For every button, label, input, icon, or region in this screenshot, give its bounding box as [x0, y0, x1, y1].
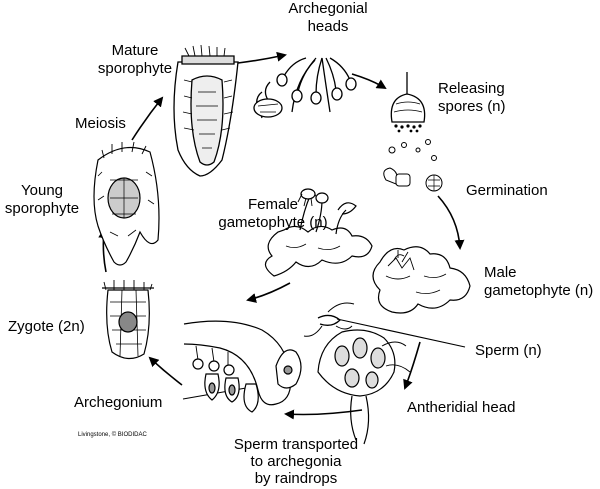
label-releasing-spores-line1: Releasing: [438, 80, 505, 97]
label-young-sporophyte-line2: sporophyte: [4, 200, 80, 217]
zygote-figure: [102, 280, 154, 360]
label-releasing-spores: Releasing spores (n): [438, 80, 506, 116]
label-archegonial-heads-line2: heads: [307, 18, 349, 35]
arrow-to-releasing-spores: [351, 73, 387, 90]
label-male-gametophyte-line2: gametophyte (n): [484, 282, 594, 299]
antheridial-head-figure: [317, 329, 411, 445]
label-sperm: Sperm (n): [475, 342, 542, 359]
label-young-sporophyte-line1: Young: [21, 182, 63, 199]
label-meiosis: Meiosis: [75, 115, 126, 132]
arrow-to-antheridial-head: [403, 341, 421, 390]
credit-text: Livingstone, © BIODIDAC: [78, 432, 147, 438]
label-archegonial-heads-line1: Archegonial: [288, 0, 368, 17]
label-sperm-transported: Sperm transported to archegonia by raind…: [216, 436, 376, 487]
label-young-sporophyte: Young sporophyte: [0, 182, 84, 218]
young-sporophyte-figure: [93, 141, 160, 266]
archegonium-figure: [183, 320, 302, 413]
germinating-spores: [383, 167, 443, 192]
sperm-figure: [303, 302, 355, 337]
releasing-spores-figure: [383, 72, 443, 192]
label-mature-sporophyte-line1: Mature: [111, 42, 159, 59]
label-female-gametophyte: Female gametophyte (n): [213, 196, 333, 232]
label-archegonium: Archegonium: [74, 394, 163, 411]
label-mature-sporophyte-line2: sporophyte: [97, 60, 173, 77]
label-female-gametophyte-line1: Female: [247, 196, 299, 213]
label-releasing-spores-line2: spores (n): [438, 98, 506, 115]
arrow-sperm-transport: [284, 409, 363, 420]
label-antheridial-head: Antheridial head: [407, 399, 516, 416]
arrow-to-archegonial-heads: [237, 51, 287, 64]
arrow-meiosis: [131, 96, 164, 141]
arrow-to-zygote: [148, 356, 183, 386]
label-male-gametophyte-line1: Male: [484, 264, 517, 281]
label-male-gametophyte: Male gametophyte (n): [484, 264, 593, 300]
label-germination: Germination: [466, 182, 548, 199]
male-gametophyte-figure: [372, 246, 471, 314]
label-female-gametophyte-line2: gametophyte (n): [218, 214, 328, 231]
label-archegonial-heads: Archegonial heads: [283, 0, 373, 36]
archegonial-heads-figure: [253, 57, 357, 119]
female-gametophyte-figure: [264, 188, 373, 277]
cycle-arrows: [98, 51, 465, 420]
label-sperm-transported-line3: by raindrops: [254, 470, 338, 487]
label-zygote: Zygote (2n): [8, 318, 85, 335]
label-mature-sporophyte: Mature sporophyte: [95, 42, 175, 78]
sperm-leader-line: [336, 318, 466, 348]
arrow-to-female-thallus: [246, 282, 291, 303]
arrow-to-germination: [437, 195, 465, 250]
label-sperm-transported-line1: Sperm transported: [233, 436, 359, 453]
label-sperm-transported-line2: to archegonia: [250, 453, 342, 470]
mature-sporophyte-figure: [173, 44, 239, 177]
